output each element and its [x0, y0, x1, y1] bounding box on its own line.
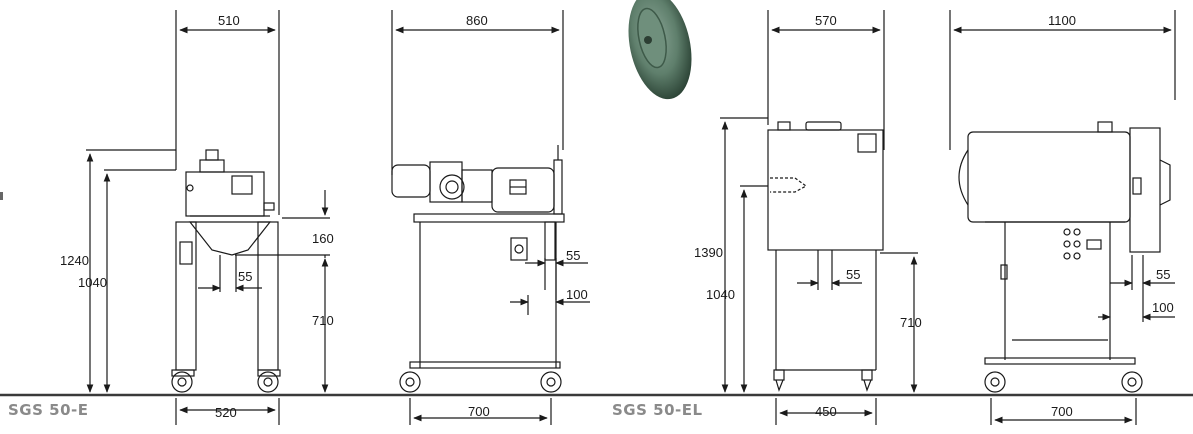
dim-e-side-width: 510: [218, 13, 240, 28]
dim-e-front-base: 700: [468, 404, 490, 419]
dim-e-hopper-gap: 160: [312, 231, 334, 246]
dim-el-front-outlet: 55: [1156, 267, 1171, 282]
dim-e-outlet-width: 55: [238, 269, 253, 284]
dim-e-front-offset: 100: [566, 287, 588, 302]
dim-el-base-width: 450: [815, 404, 837, 419]
dim-el-front-base: 700: [1051, 404, 1073, 419]
dim-el-front-width: 1100: [1048, 13, 1076, 28]
dim-el-side-width: 570: [815, 13, 837, 28]
dim-e-front-width: 860: [466, 13, 488, 28]
edge-mark: [0, 192, 3, 200]
sgs50el-side-view: [720, 10, 918, 425]
model-label-sgs50e: SGS 50-E: [8, 401, 89, 419]
dim-el-outlet-width: 55: [846, 267, 861, 282]
dim-e-base-width: 520: [215, 405, 237, 420]
dim-e-body-height: 1040: [78, 275, 107, 290]
dim-el-outlet-height: 710: [900, 315, 922, 330]
sgs50e-side-view: [86, 10, 330, 425]
dim-e-front-outlet: 55: [566, 248, 581, 263]
dim-e-total-height: 1240: [60, 253, 89, 268]
model-label-sgs50el: SGS 50-EL: [612, 401, 703, 419]
dim-el-front-offset: 100: [1152, 300, 1174, 315]
sgs50e-front-view: [391, 10, 590, 425]
caster-wheel-photo: [628, 0, 692, 100]
dim-e-outlet-height: 710: [312, 313, 334, 328]
dim-el-total-height: 1390: [694, 245, 723, 260]
dim-el-body-height: 1040: [706, 287, 735, 302]
sgs50el-front-view: [949, 10, 1176, 425]
